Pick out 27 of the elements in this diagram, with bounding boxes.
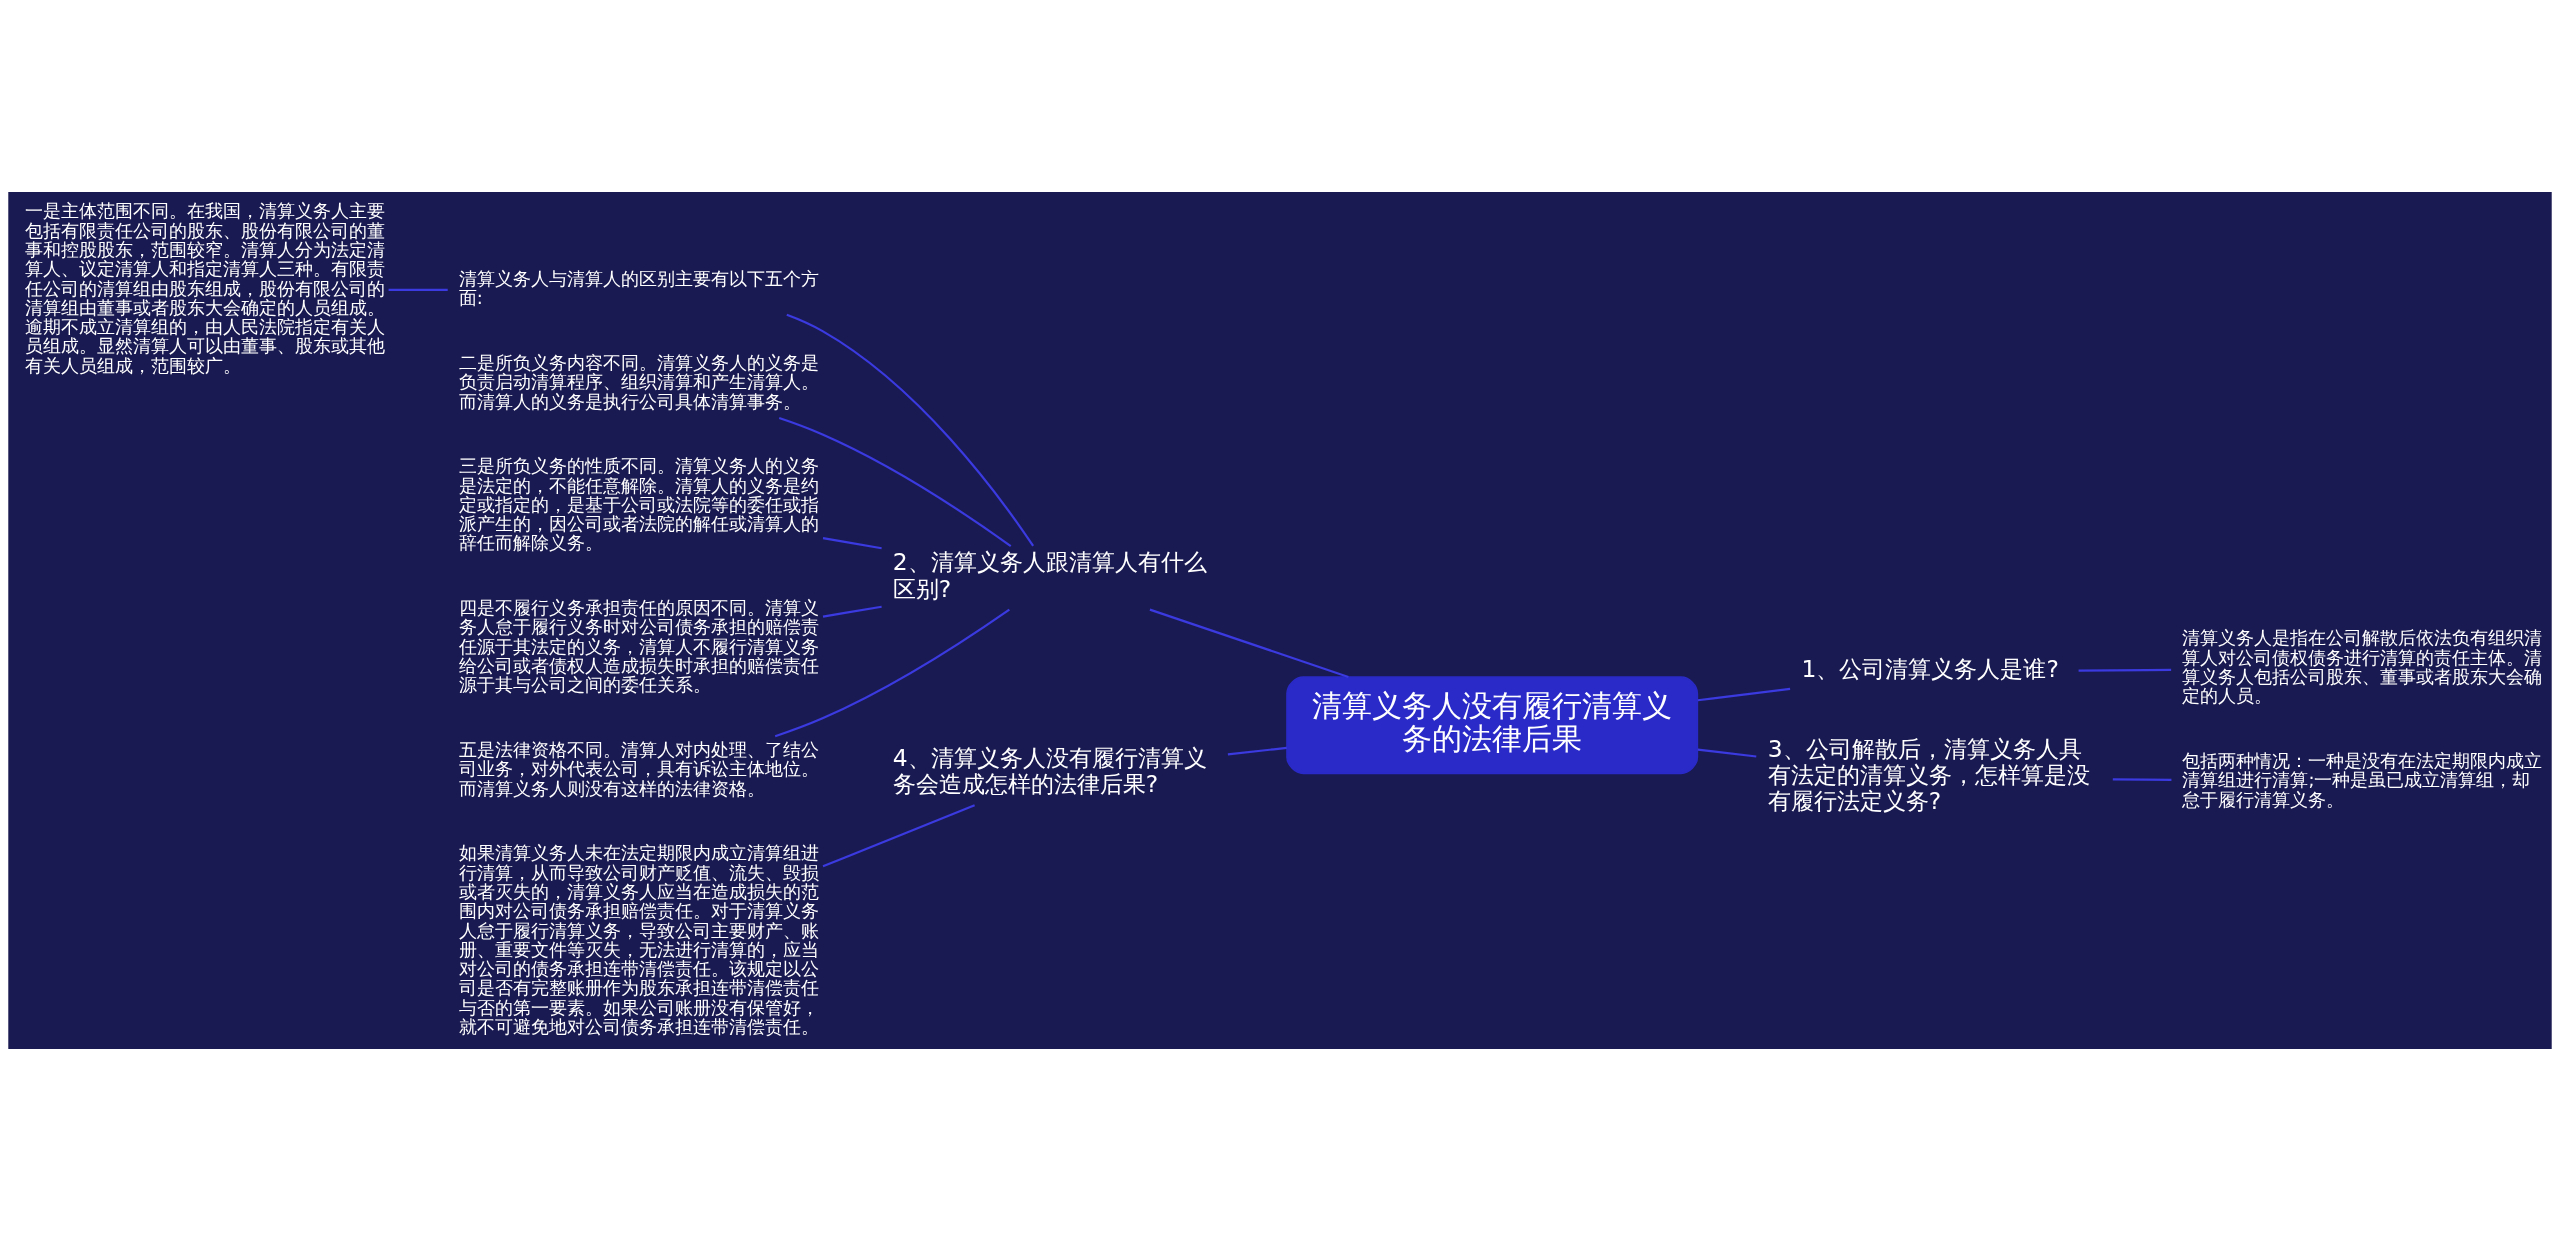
connector	[1697, 687, 1791, 701]
node-text: 四是不履行义务承担责任的原因不同。清算义务人怠于履行义务时对公司债务承担的赔偿责任源于其法定的义务，清算人不履行清算义务给公司或者债权人造成损失时承担的赔偿责任源于其与公司之间的委任关系。	[458, 596, 819, 695]
node-text: 1、公司清算义务人是谁?	[1801, 654, 2059, 683]
connector	[1227, 746, 1287, 755]
connector	[822, 536, 882, 549]
node-text: 清算义务人与清算人的区别主要有以下五个方面:	[458, 267, 819, 308]
node-text: 包括两种情况：一种是没有在法定期限内成立清算组进行清算;一种是虽已成立清算组，却怠于履行清算义务。	[2182, 749, 2543, 810]
connector	[822, 605, 882, 618]
connector	[786, 313, 1035, 547]
node-text: 一是主体范围不同。在我国，清算义务人主要包括有限责任公司的股东、股份有限公司的董事和控股股东，范围较窄。清算人分为法定清算人、议定清算人和指定清算人三种。有限责任公司的清算组由股东组成，股份有限公司的清算组由董事或者股东大会确定的人员组成。逾期不成立清算组的，由人民法院指定有关人员组成。显然清算人可以由董事、股东或其他有关人员组成，范围较广。	[24, 199, 385, 376]
connector	[2078, 668, 2172, 672]
node-text: 2、清算义务人跟清算人有什么区别?	[892, 547, 1207, 603]
connector	[1149, 608, 1349, 678]
node-text: 清算义务人是指在公司解散后依法负有组织清算人对公司债权债务进行清算的责任主体。清算义务人包括公司股东、董事或者股东大会确定的人员。	[2182, 626, 2543, 706]
node-text: 五是法律资格不同。清算人对内处理、了结公司业务，对外代表公司，具有诉讼主体地位。而清算义务人则没有这样的法律资格。	[458, 738, 819, 799]
connector	[388, 288, 448, 291]
connector	[778, 416, 1012, 547]
node-text: 3、公司解散后，清算义务人具有法定的清算义务，怎样算是没有履行法定义务?	[1767, 734, 2090, 815]
connector	[2112, 777, 2172, 781]
node-text: 二是所负义务内容不同。清算义务人的义务是负责启动清算程序、组织清算和产生清算人。而清算人的义务是执行公司具体清算事务。	[458, 351, 819, 411]
connector	[822, 803, 976, 867]
node-box: 清算义务人没有履行清算义务的法律后果	[1286, 675, 1699, 774]
connector	[1697, 747, 1757, 758]
connector	[774, 608, 1010, 737]
node-text: 三是所负义务的性质不同。清算义务人的义务是法定的，不能任意解除。清算人的义务是约定或指定的，是基于公司或法院等的委任或指派产生的，因公司或者法院的解任或清算人的辞任而解除义务。	[458, 454, 819, 553]
node-text: 如果清算义务人未在法定期限内成立清算组进行清算，从而导致公司财产贬值、流失、毁损或者灭失的，清算义务人应当在造成损失的范围内对公司债务承担赔偿责任。对于清算义务人怠于履行清算义务，导致公司主要财产、账册、重要文件等灭失，无法进行清算的，应当对公司的债务承担连带清偿责任。该规定以公司是否有完整账册作为股东承担连带清偿责任与否的第一要素。如果公司账册没有保管好，就不可避免地对公司债务承担连带清偿责任。	[458, 841, 819, 1037]
node-text: 4、清算义务人没有履行清算义务会造成怎样的法律后果?	[892, 743, 1207, 798]
